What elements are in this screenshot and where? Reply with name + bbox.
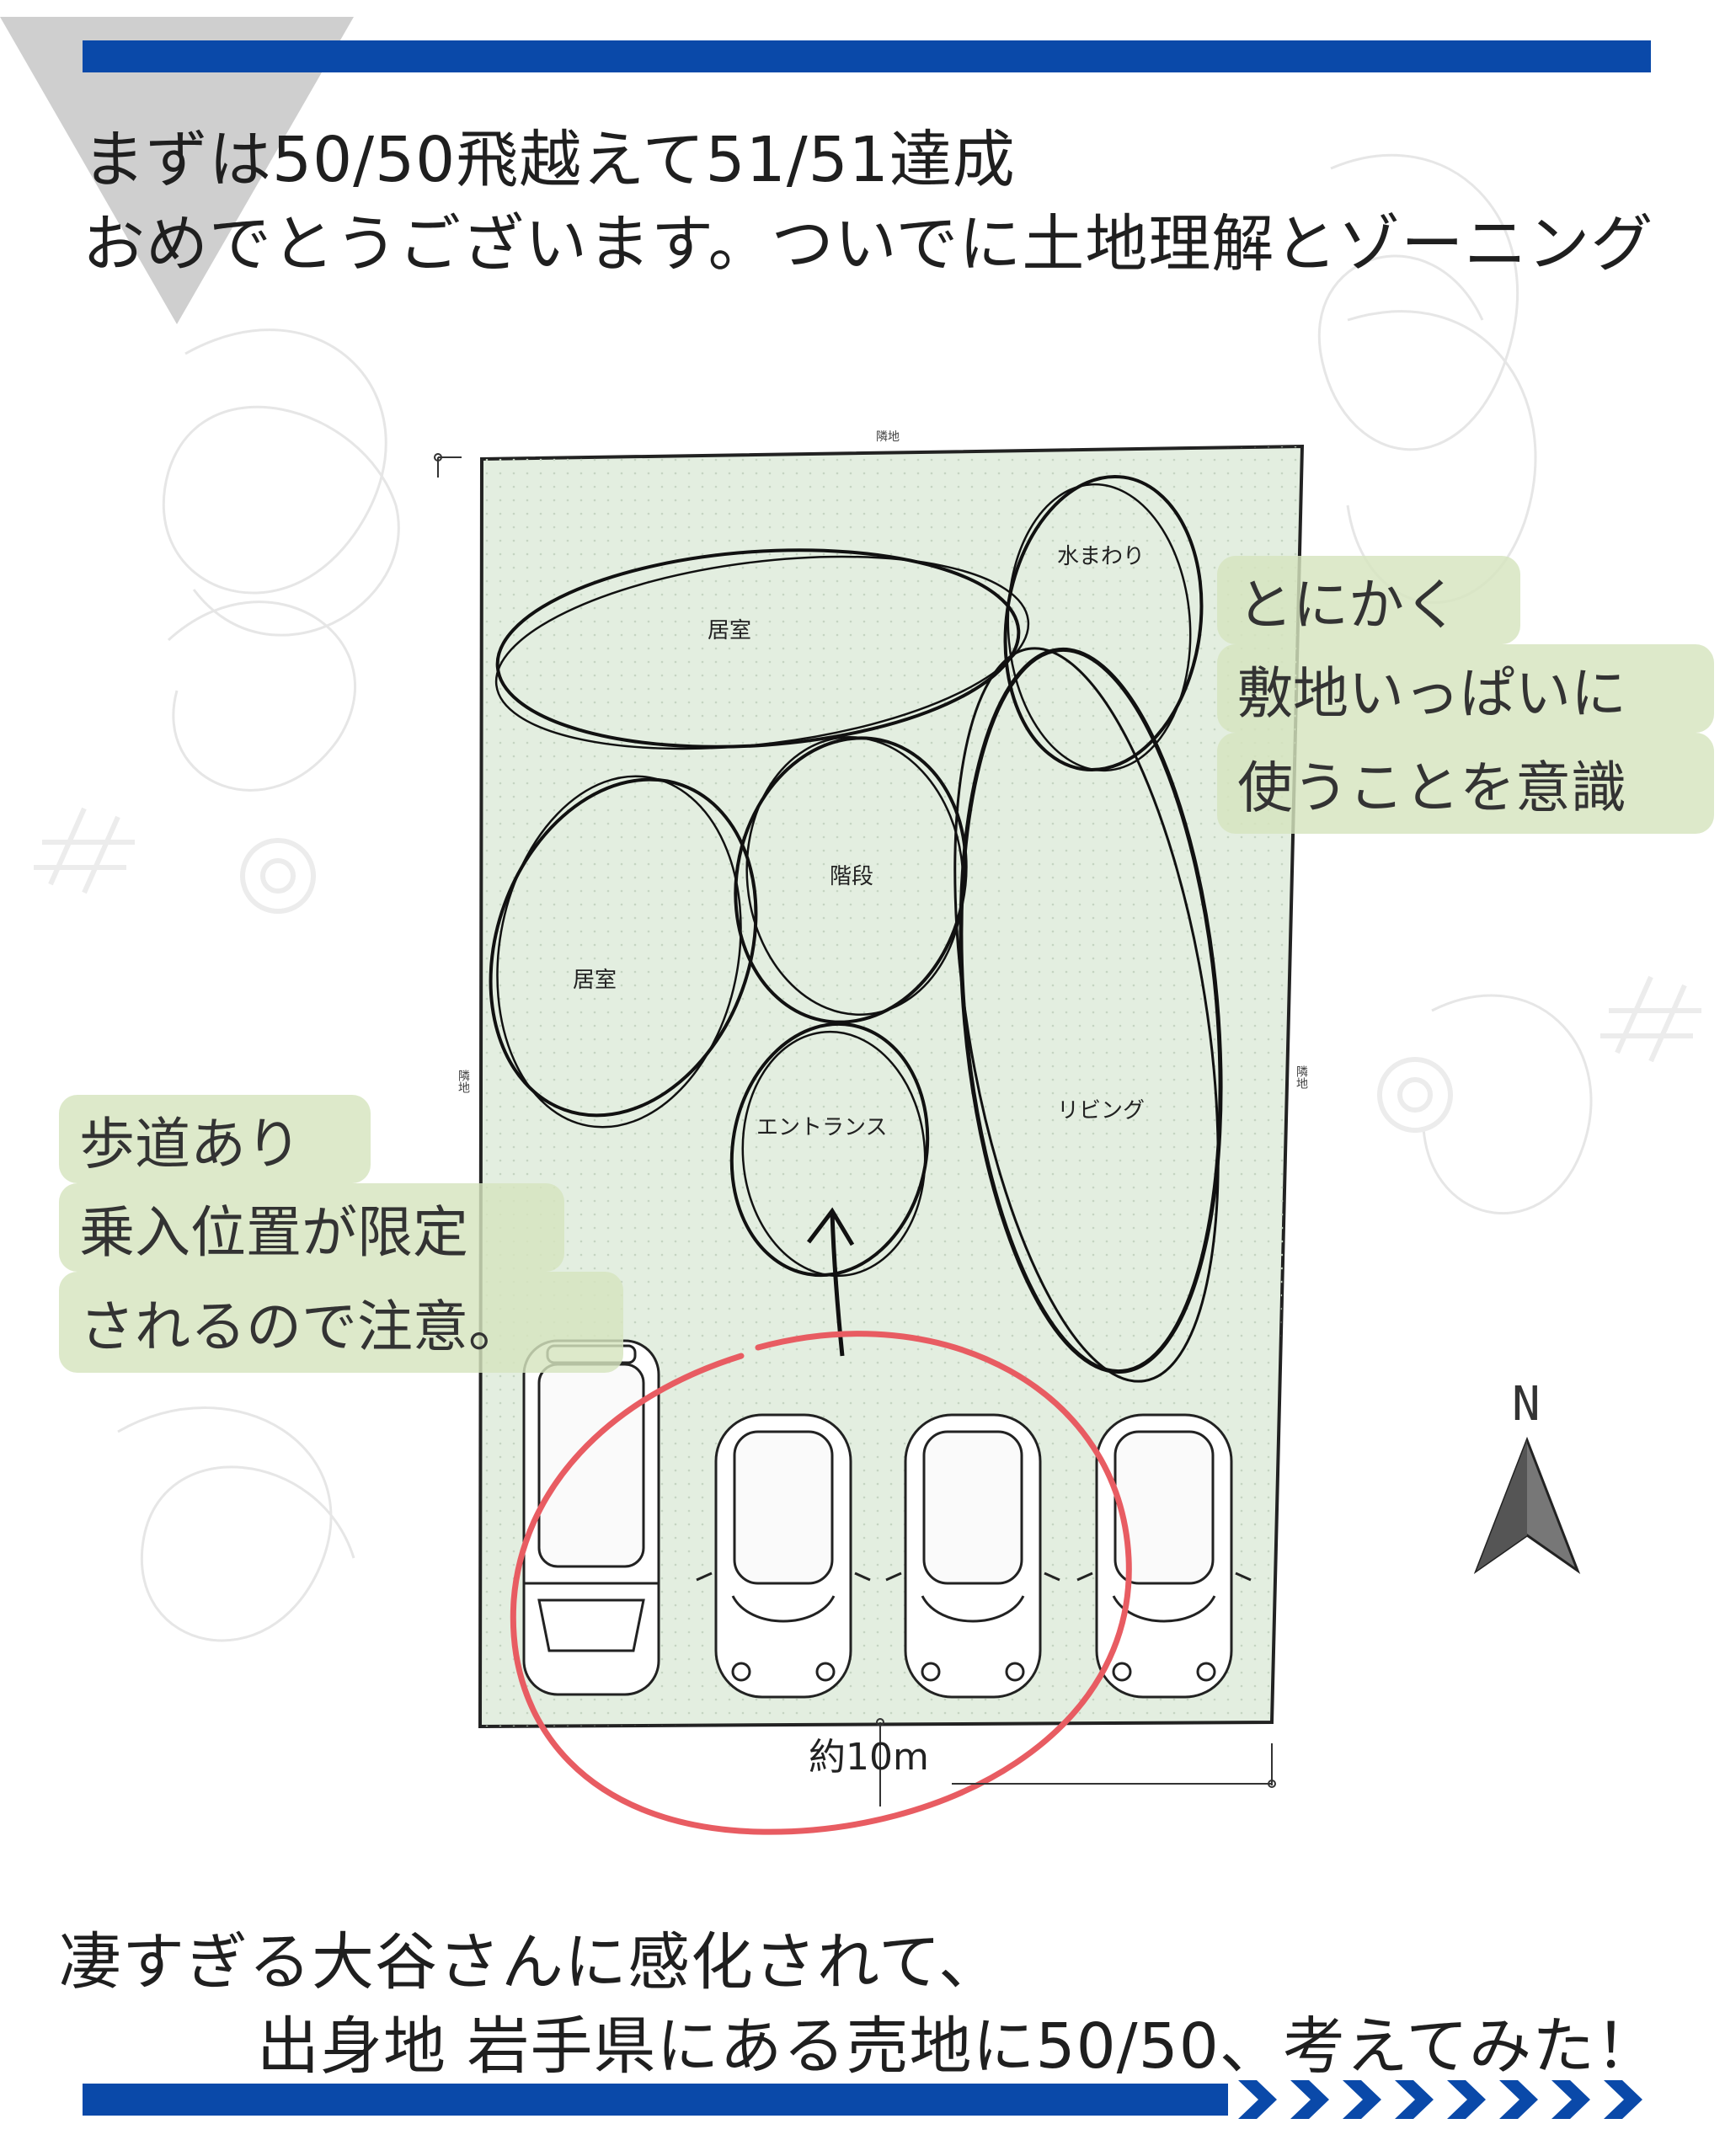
header-line-1: まずは50/50飛越えて51/51達成 [83, 124, 1016, 196]
car-compact-2 [885, 1413, 1060, 1699]
room-label-room-left: 居室 [573, 968, 617, 993]
zone-entrance [729, 1022, 930, 1278]
footer-chevrons [1238, 2080, 1642, 2119]
red-highlight-circle [510, 1331, 1132, 1835]
zone-water [1003, 474, 1204, 772]
note-right-line-2: 敷地いっぱいに [1217, 644, 1714, 733]
north-arrow-icon [1473, 1436, 1581, 1575]
footer-accent-bar [83, 2084, 1228, 2116]
dimension-lines [876, 1718, 1276, 1806]
note-left-line-1: 歩道あり [59, 1095, 371, 1183]
note-left-line-2: 乗入位置が限定 [59, 1183, 564, 1272]
note-left-line-3: されるので注意。 [59, 1272, 623, 1373]
room-label-living: リビング [1057, 1098, 1146, 1123]
zone-room-left [489, 775, 758, 1129]
note-right-line-1: とにかく [1217, 556, 1520, 644]
footer-line-1: 凄すぎる大谷さんに感化されて、 [59, 1926, 1002, 1999]
note-right-line-3: 使うことを意識 [1217, 733, 1714, 834]
room-label-room-top: 居室 [708, 618, 752, 643]
car-compact-3 [1076, 1413, 1252, 1699]
header-triangle-decoration [0, 17, 354, 324]
footer-line-2: 出身地 岩手県にある売地に50/50、考えてみた！ [257, 2010, 1659, 2083]
north-label: N [1512, 1377, 1541, 1432]
room-label-stairs: 階段 [830, 864, 874, 889]
entrance-arrow [807, 1207, 855, 1357]
car-suv [522, 1339, 660, 1696]
zone-room-top [494, 548, 1030, 750]
neighbor-label-right: 隣地 [1295, 1065, 1308, 1089]
room-label-entrance: エントランス [756, 1115, 888, 1140]
header-line-2: おめでとうございます。ついでに土地理解とゾーニング [83, 208, 1654, 280]
car-compact-1 [696, 1413, 871, 1699]
corner-marker [437, 456, 462, 478]
neighbor-label-left: 隣地 [457, 1070, 470, 1093]
zone-living [953, 647, 1223, 1383]
neighbor-label-top: 隣地 [876, 430, 900, 444]
header-accent-bar [83, 40, 1651, 72]
room-label-water: 水まわり [1057, 544, 1146, 569]
site-width-dimension: 約10m [809, 1736, 929, 1779]
